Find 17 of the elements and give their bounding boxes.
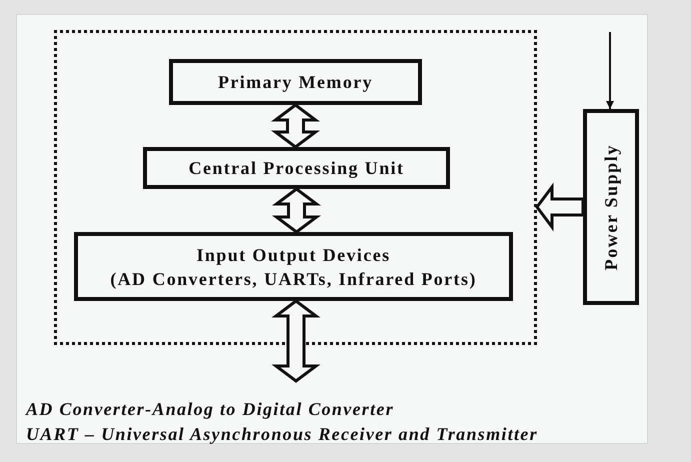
double-arrow — [272, 299, 320, 383]
process-box — [74, 232, 513, 301]
box-label: Central Processing Unit — [188, 157, 404, 180]
footnote-text: UART – Universal Asynchronous Receiver and Transmitter — [26, 423, 538, 446]
box-label: Primary Memory — [218, 71, 374, 94]
box-heading: Input Output Devices — [196, 244, 391, 266]
process-box — [583, 109, 639, 305]
double-arrow — [271, 103, 320, 149]
process-box — [169, 59, 422, 105]
vertical-label: Power Supply — [600, 144, 622, 270]
block-arrow — [535, 182, 584, 232]
box-subtitle: (AD Converters, UARTs, Infrared Ports) — [110, 268, 477, 290]
double-arrow — [272, 187, 321, 234]
arrow — [606, 32, 614, 109]
process-box — [143, 147, 450, 189]
dotted-boundary — [54, 30, 537, 345]
footnote-text: AD Converter-Analog to Digital Converter — [26, 398, 396, 421]
